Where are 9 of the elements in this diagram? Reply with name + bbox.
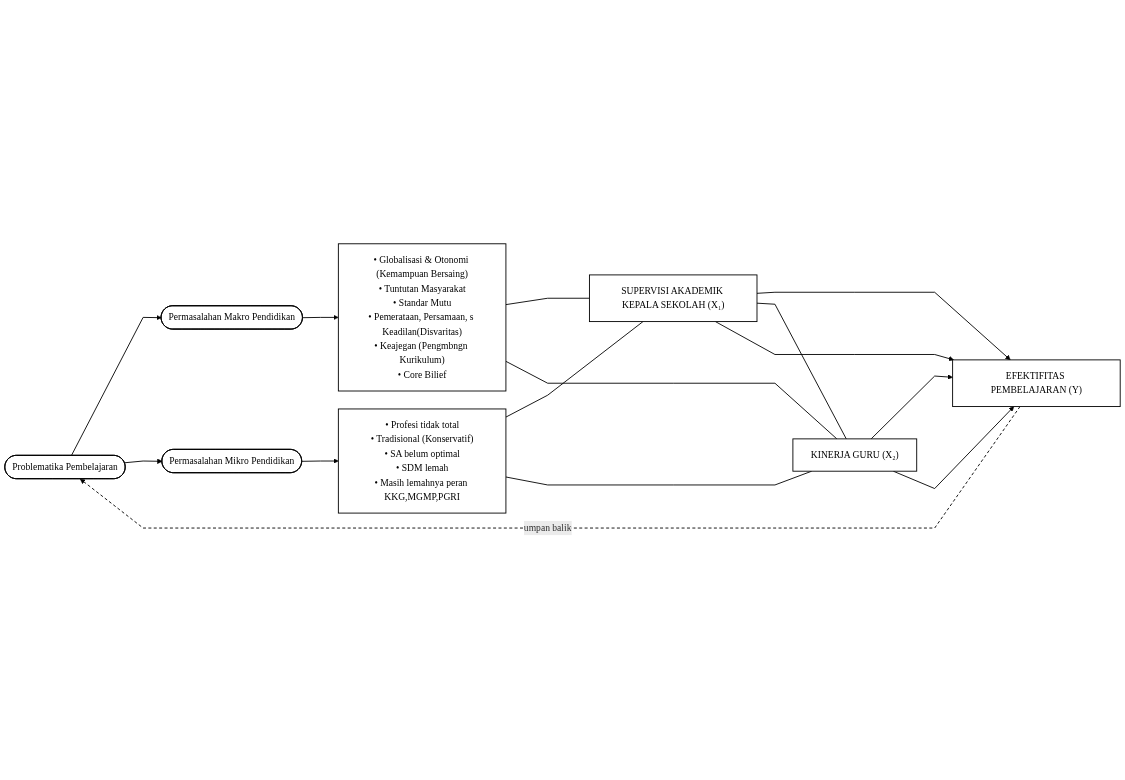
- node-box: • Globalisasi & Otonomi (Kemampuan Bersaing) • Tuntutan Masyarakat • Standar Mutu • Pemerataan, Persamaan, s Keadilan(Disvaritas) • Keajegan (Pengmbngn Kurikulum) • Core Bilief: [337, 243, 507, 392]
- connector: [505, 298, 590, 306]
- node-box: • Profesi tidak total • Tradisional (Konservatif) • SA belum optimal • SDM lemah • Masih lemahnya peran KKG,MGMP,PGRI: [337, 409, 507, 515]
- edge-label: umpan balik: [523, 523, 572, 534]
- connector: [756, 303, 847, 440]
- node-box: KINERJA GURU (X₂): [792, 438, 918, 473]
- node-box: EFEKTIFITAS PEMBELAJARAN (Y): [952, 359, 1121, 408]
- connector: [505, 361, 838, 440]
- node-box: SUPERVISI AKADEMIK KEPALA SEKOLAH (X₁): [588, 274, 758, 323]
